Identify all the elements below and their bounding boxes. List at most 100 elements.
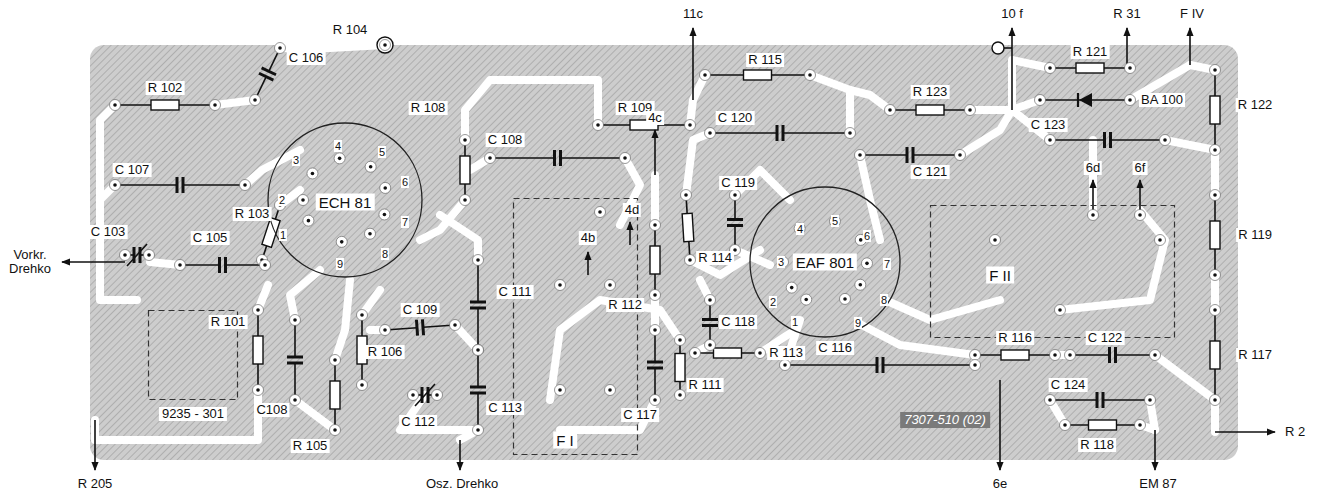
capacitor-plate [776, 125, 779, 141]
signal-name: 4d [623, 203, 641, 217]
pad-hole [1053, 353, 1057, 357]
pad-hole [1048, 138, 1052, 142]
capacitor-lead [180, 264, 220, 266]
solder-pad [1155, 235, 1166, 246]
part-label: C 124 [1049, 378, 1088, 392]
component-name: F I [553, 432, 577, 449]
pad-hole [1138, 423, 1142, 427]
part-label: R 115 [746, 53, 784, 67]
pad-hole [1213, 148, 1217, 152]
resistor-symbol [598, 120, 690, 130]
copper-trace [1155, 355, 1215, 400]
pad-hole [263, 263, 267, 267]
pad-ring [460, 135, 471, 146]
solder-pad [1210, 145, 1221, 156]
copper-trace [1165, 140, 1215, 150]
pad-ring [175, 260, 186, 271]
resistor-symbol [330, 360, 340, 430]
solder-pad [620, 153, 631, 164]
capacitor-plate [782, 125, 785, 141]
pad-hole [678, 338, 682, 342]
solder-pad [1125, 95, 1136, 106]
signal-name: Vorkr. Drehko [1, 248, 59, 276]
solder-pad [379, 209, 390, 220]
solder-pad [473, 345, 484, 356]
solder-pad [805, 70, 816, 81]
part-label: R 116 [996, 331, 1034, 345]
pad-hole [608, 388, 612, 392]
pad-ring [885, 105, 896, 116]
pad-hole [333, 358, 337, 362]
part-label: C 117 [621, 408, 659, 422]
resistor-symbol [890, 105, 970, 115]
pin-number: 8 [880, 294, 888, 306]
capacitor-lead [477, 260, 479, 302]
pad-hole [558, 388, 562, 392]
copper-trace [215, 100, 255, 105]
pad-hole [1091, 213, 1095, 217]
resistor-symbol [681, 195, 695, 261]
pad-ring [460, 195, 471, 206]
pad-hole [1138, 213, 1142, 217]
solder-pad [357, 310, 368, 321]
pad-ring [778, 257, 789, 268]
pad-hole [368, 232, 372, 236]
capacitor-plate [647, 361, 663, 364]
copper-trace [885, 300, 1000, 320]
resistor-body [330, 381, 340, 409]
part-label: C 107 [113, 163, 152, 177]
capacitor-lead [913, 154, 960, 156]
pad-hole [1058, 308, 1062, 312]
pad-ring [303, 215, 314, 226]
pad-ring [1210, 145, 1221, 156]
part-label: C 121 [911, 165, 950, 179]
pad-hole [973, 363, 977, 367]
copper-trace [95, 390, 258, 440]
capacitor-plate [287, 356, 303, 359]
pad-ring [473, 255, 484, 266]
part-label: R 112 [606, 298, 644, 312]
resistor-body [682, 213, 694, 242]
signal-name: F IV [1178, 7, 1206, 21]
pad-hole [808, 73, 812, 77]
pad-ring [408, 390, 419, 401]
pad-hole [463, 138, 467, 142]
pad-ring [1045, 135, 1056, 146]
part-label: R 105 [291, 439, 330, 453]
pad-ring [685, 255, 696, 266]
resistor-body [675, 354, 685, 382]
solder-pad [364, 228, 375, 239]
pin-number: 4 [796, 223, 804, 235]
resistor-symbol [975, 350, 1055, 360]
solder-pad [605, 385, 616, 396]
pin-number: 1 [791, 316, 799, 328]
capacitor-plate [1103, 132, 1106, 148]
solder-pad [794, 223, 805, 234]
capacitor-plate [182, 177, 185, 193]
solder-pad [990, 235, 1001, 246]
pad-hole [301, 198, 305, 202]
capacitor-symbol [287, 320, 303, 400]
capacitor-plate [1109, 132, 1112, 148]
pad-ring [1045, 63, 1056, 74]
resistor-body [714, 348, 742, 358]
capacitor-plate [702, 324, 718, 327]
pad-hole [1048, 398, 1052, 402]
part-label: R 113 [767, 346, 805, 360]
outline [513, 198, 638, 455]
pad-ring [473, 345, 484, 356]
capacitor-symbol [1050, 392, 1150, 408]
copper-trace [335, 280, 350, 360]
part-label: R 122 [1236, 98, 1275, 112]
copper-traces [95, 45, 1215, 440]
capacitor-symbol [384, 317, 455, 338]
capacitor-symbol [710, 125, 850, 141]
capacitor-symbol [785, 357, 975, 373]
capacitor-lead [1103, 399, 1150, 401]
solder-pad [1065, 350, 1076, 361]
copper-trace [810, 75, 850, 133]
resistor-body [1001, 350, 1029, 360]
pad-hole [1213, 68, 1217, 72]
connection-arrow [1011, 28, 1013, 110]
pad-hole [113, 183, 117, 187]
